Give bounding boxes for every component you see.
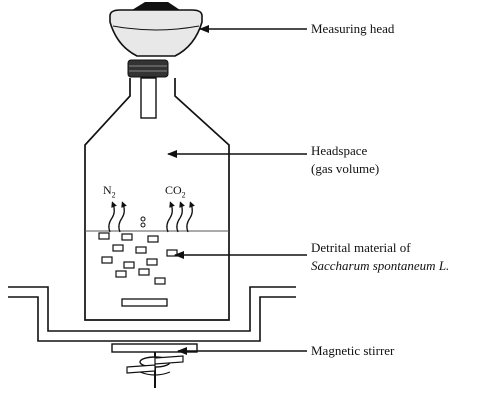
co2-label: CO2 (165, 183, 186, 200)
bottle (84, 78, 230, 321)
magnetic-stirrer-label: Magnetic stirrer (311, 343, 395, 358)
headspace-label: Headspace (311, 143, 368, 158)
measuring-head (109, 2, 203, 119)
detrital-particles (98, 232, 178, 285)
water-bath-jacket (8, 286, 296, 342)
detrital-species-label: Saccharum spontaneum L. (311, 258, 450, 273)
magnetic-stirrer (111, 343, 198, 388)
detrital-label: Detrital material of (311, 240, 411, 255)
gas-arrows (108, 201, 195, 233)
n2-label: N2 (103, 183, 116, 200)
stir-bar (121, 298, 168, 307)
headspace-sublabel: (gas volume) (311, 161, 380, 176)
measuring-head-label: Measuring head (311, 21, 395, 36)
label-arrows (167, 25, 307, 355)
small-bubble-icon (140, 216, 146, 228)
